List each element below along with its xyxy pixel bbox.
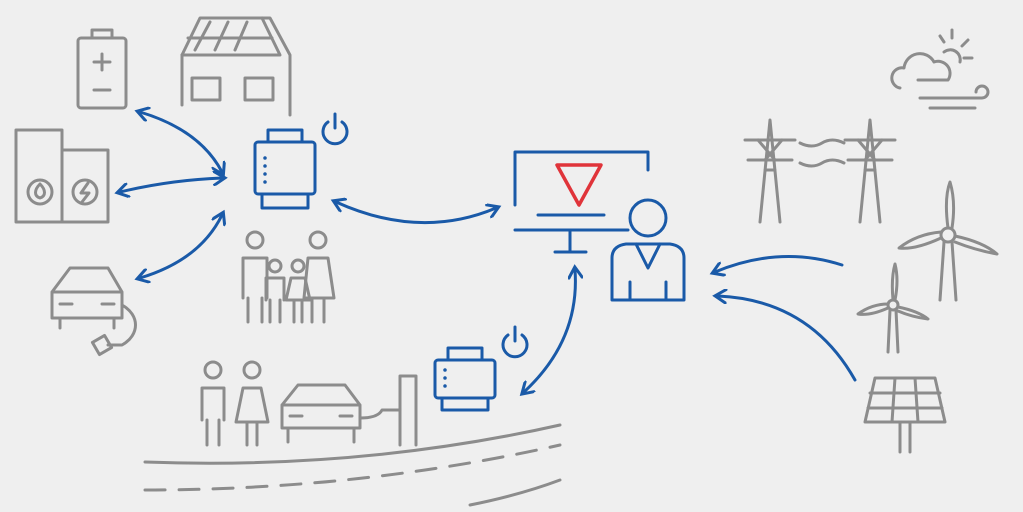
warning-triangle-icon bbox=[555, 163, 603, 207]
couple-icon bbox=[200, 360, 270, 447]
car-icon bbox=[280, 383, 362, 444]
charging-station-icon bbox=[358, 374, 418, 447]
arrow-site-monitor bbox=[524, 270, 575, 392]
arrow-wind-operator bbox=[715, 254, 844, 272]
monitor-icon bbox=[513, 150, 650, 254]
solar-panel-icon bbox=[863, 376, 947, 454]
family-icon bbox=[241, 230, 336, 324]
arrow-storage-gateway bbox=[120, 178, 222, 192]
storage-units-icon bbox=[14, 128, 110, 224]
electric-car-icon bbox=[50, 266, 137, 357]
power-icon bbox=[321, 112, 349, 146]
operator-icon bbox=[610, 198, 686, 302]
solar-house-icon bbox=[180, 16, 292, 117]
arrow-car-gateway bbox=[140, 215, 222, 278]
power-icon bbox=[501, 325, 529, 359]
road-icon bbox=[143, 423, 562, 507]
arrow-battery-gateway bbox=[140, 112, 222, 172]
arrow-gateway-monitor bbox=[336, 202, 496, 225]
gateway-device-icon bbox=[253, 128, 317, 210]
power-pylons-icon bbox=[743, 118, 897, 224]
battery-icon bbox=[76, 28, 128, 110]
arrow-solar-operator bbox=[718, 296, 857, 382]
weather-icon bbox=[890, 28, 990, 110]
wind-turbine-icon bbox=[856, 180, 999, 354]
gateway-device-icon bbox=[433, 346, 497, 412]
